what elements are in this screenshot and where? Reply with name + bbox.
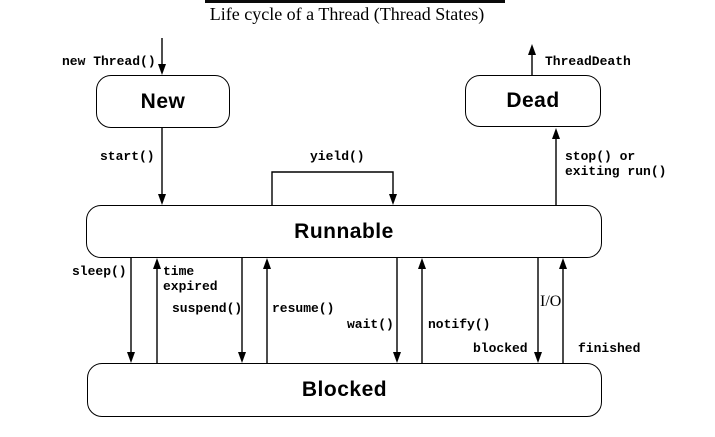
arrow-io-blocked [534, 258, 542, 363]
label-wait: wait() [347, 317, 394, 332]
state-runnable-label: Runnable [294, 219, 394, 243]
arrow-wait [393, 258, 401, 363]
label-yield: yield() [310, 149, 365, 164]
label-notify: notify() [428, 317, 491, 332]
state-blocked: Blocked [87, 363, 602, 417]
state-new: New [96, 75, 230, 128]
arrow-resume [263, 258, 271, 363]
arrow-io-finished [559, 258, 567, 363]
label-thread-death: ThreadDeath [545, 54, 631, 69]
arrow-stop [552, 128, 560, 205]
diagram-title: Life cycle of a Thread (Thread States) [209, 4, 485, 24]
label-start: start() [100, 149, 155, 164]
arrow-suspend [238, 258, 246, 363]
label-sleep: sleep() [72, 264, 127, 279]
label-new-thread: new Thread() [62, 54, 156, 69]
label-suspend: suspend() [172, 301, 243, 316]
label-io-finished: finished [578, 341, 641, 356]
arrow-sleep [127, 258, 135, 363]
label-resume: resume() [272, 301, 335, 316]
state-dead-label: Dead [506, 89, 560, 112]
arrow-start [158, 128, 166, 205]
state-blocked-label: Blocked [301, 378, 388, 401]
state-dead: Dead [465, 75, 601, 127]
arrow-time-expired [153, 258, 161, 363]
state-new-label: New [140, 89, 186, 113]
arrow-new-thread [158, 38, 166, 75]
label-time-expired: time expired [163, 264, 218, 294]
state-runnable: Runnable [86, 205, 602, 258]
top-crop-artifact-bar [205, 0, 505, 3]
arrow-thread-death [528, 44, 536, 75]
label-stop: stop() or exiting run() [565, 149, 667, 179]
label-io-blocked: blocked [473, 341, 528, 356]
arrow-notify [418, 258, 426, 363]
arrow-yield [271, 171, 397, 205]
label-io: I/O [540, 293, 562, 310]
